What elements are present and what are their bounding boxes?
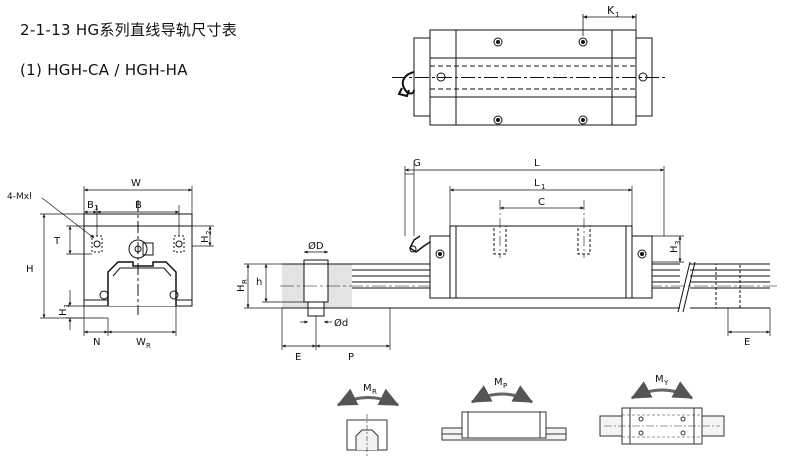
side-view-block bbox=[409, 200, 653, 299]
dim-h1-sub: 1 bbox=[63, 304, 71, 308]
dim-k1: K bbox=[607, 4, 615, 17]
moment-mr-diagram bbox=[336, 388, 400, 456]
label-mp: M bbox=[494, 377, 503, 388]
dim-w: W bbox=[131, 178, 141, 189]
model-subtitle: (1) HGH-CA / HGH-HA bbox=[20, 61, 188, 79]
end-view bbox=[83, 200, 193, 315]
dim-e-right: E bbox=[744, 337, 750, 348]
top-view bbox=[392, 14, 668, 126]
label-mxl: 4-Mxl bbox=[7, 192, 32, 202]
label-mr: M bbox=[363, 383, 372, 394]
label-my-sub: Y bbox=[663, 379, 669, 387]
dim-h3: H bbox=[669, 245, 680, 253]
dim-b1-sub: 1 bbox=[94, 204, 98, 212]
dim-h2: H bbox=[200, 235, 211, 243]
dim-h-small: h bbox=[256, 277, 262, 288]
dim-l1-sub: 1 bbox=[541, 183, 545, 191]
dim-g: G bbox=[413, 158, 421, 169]
dim-n: N bbox=[93, 337, 100, 348]
label-mr-sub: R bbox=[372, 388, 377, 396]
dim-b: B bbox=[135, 200, 142, 211]
dim-c: C bbox=[538, 197, 545, 208]
page-title: 2-1-13 HG系列直线导轨尺寸表 bbox=[20, 21, 238, 39]
dim-h3-sub: 3 bbox=[674, 241, 682, 245]
dim-h1: H bbox=[58, 308, 69, 316]
dim-hr-sub: R bbox=[241, 279, 249, 284]
end-view-dimensions bbox=[40, 186, 214, 336]
dim-od-small: Ød bbox=[334, 317, 348, 329]
label-mp-sub: P bbox=[503, 382, 507, 390]
dim-b1: B bbox=[87, 200, 94, 211]
dim-k1-sub: 1 bbox=[615, 11, 619, 19]
dim-wr-sub: R bbox=[146, 342, 151, 350]
dim-od: ØD bbox=[308, 240, 324, 252]
dim-l: L bbox=[534, 158, 540, 169]
moment-mp-diagram bbox=[441, 385, 567, 441]
moment-my-diagram bbox=[599, 381, 725, 445]
dim-l1: L bbox=[534, 178, 540, 189]
dim-wr: W bbox=[136, 337, 146, 348]
dim-t: T bbox=[53, 236, 61, 247]
label-my: M bbox=[655, 374, 664, 385]
dim-h: H bbox=[26, 264, 34, 275]
dim-hr: H bbox=[236, 284, 247, 292]
dim-p: P bbox=[348, 352, 354, 363]
dim-e-left: E bbox=[295, 352, 301, 363]
side-view-dimensions bbox=[244, 164, 771, 350]
dim-h2-sub: 2 bbox=[205, 231, 213, 235]
